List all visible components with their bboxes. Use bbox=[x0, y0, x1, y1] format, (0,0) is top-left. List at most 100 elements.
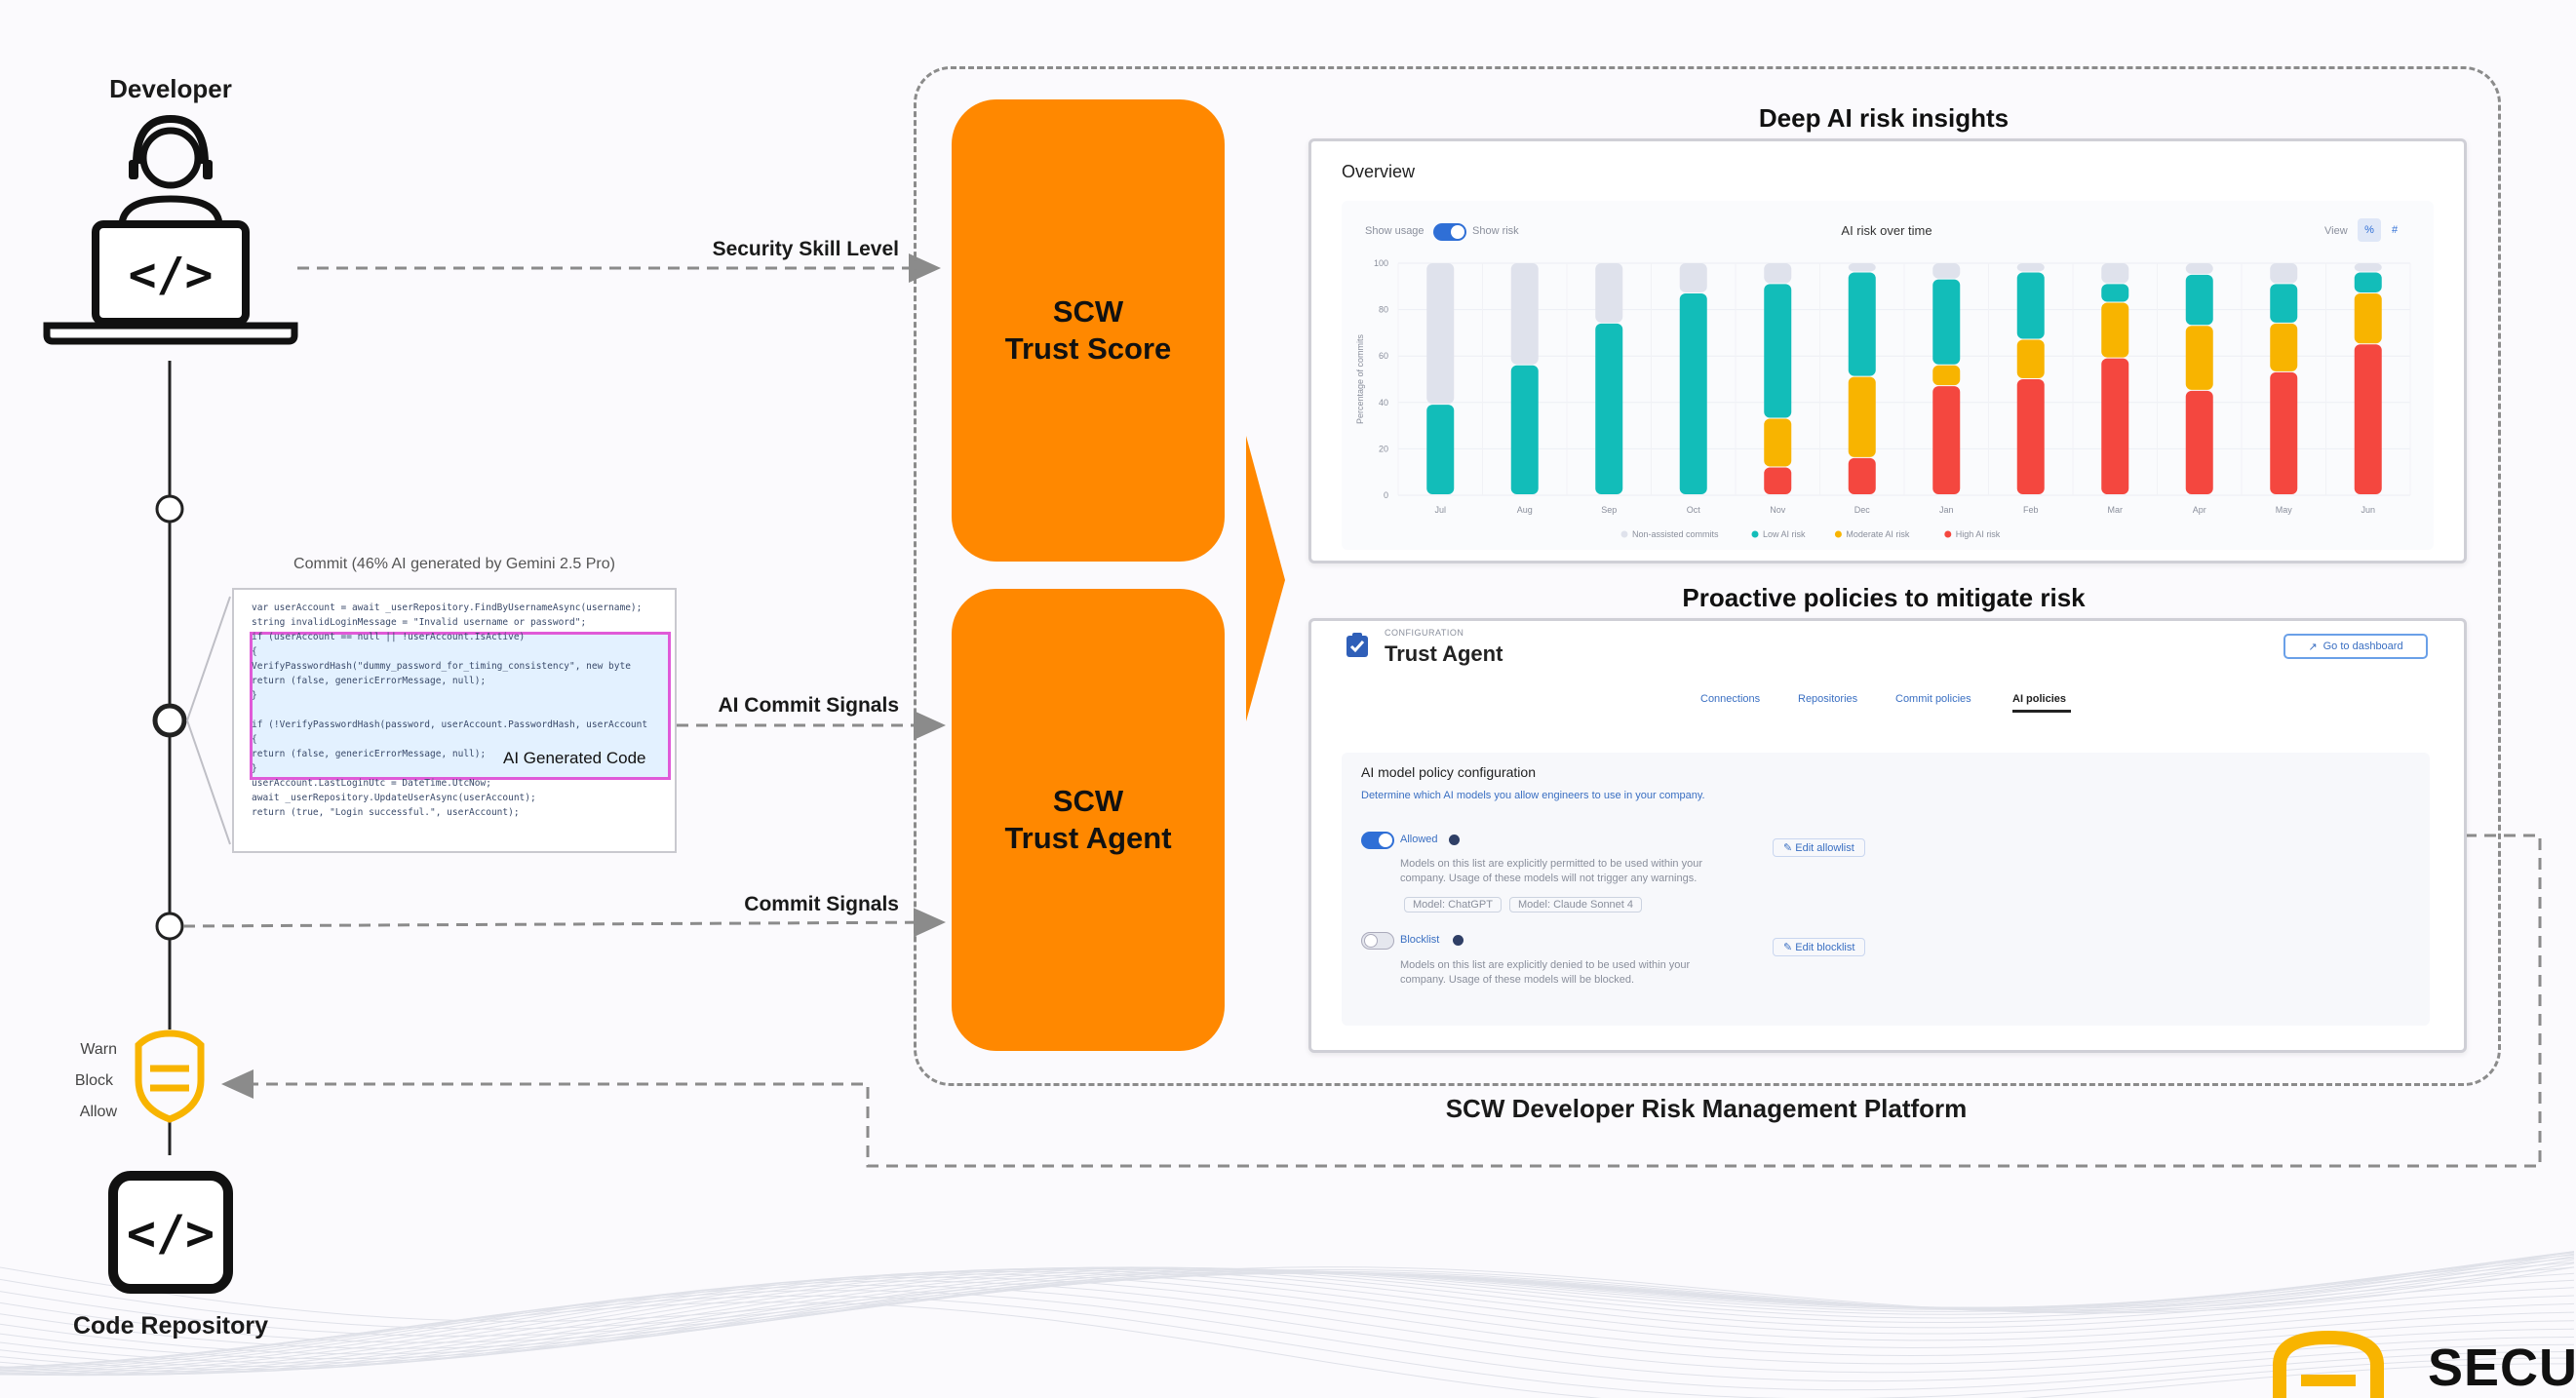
commit-callout-wedge bbox=[185, 596, 231, 845]
x-tick-label: Dec bbox=[1854, 505, 1871, 515]
view-count-button[interactable]: # bbox=[2391, 224, 2399, 236]
bar-segment bbox=[2354, 263, 2382, 272]
bar-segment bbox=[2185, 326, 2213, 390]
allowed-info-icon bbox=[1449, 835, 1460, 845]
wave-line bbox=[0, 1290, 2575, 1391]
allowed-toggle[interactable] bbox=[1361, 832, 1394, 849]
allowed-desc-2: company. Usage of these models will not … bbox=[1400, 873, 1698, 884]
show-risk-label: Show risk bbox=[1472, 225, 1519, 237]
code-repository-icon: </> bbox=[108, 1171, 233, 1294]
x-tick-label: Aug bbox=[1517, 505, 1533, 515]
x-tick-label: May bbox=[2276, 505, 2293, 515]
wave-line bbox=[0, 1276, 2575, 1371]
show-usage-label: Show usage bbox=[1365, 225, 1425, 237]
legend-swatch bbox=[1834, 530, 1842, 538]
bar-segment bbox=[2016, 339, 2045, 378]
commit-caption: Commit (46% AI generated by Gemini 2.5 P… bbox=[293, 556, 615, 572]
ai-commit-signals-label: AI Commit Signals bbox=[718, 694, 899, 717]
bar-segment bbox=[1426, 405, 1455, 494]
x-tick-label: Oct bbox=[1687, 505, 1701, 515]
edit-allowlist-button[interactable]: ✎ Edit allowlist bbox=[1773, 838, 1865, 857]
code-line: } bbox=[252, 690, 257, 701]
bar-segment bbox=[1848, 272, 1876, 376]
bar-segment bbox=[2101, 263, 2129, 284]
tab-commit-policies[interactable]: Commit policies bbox=[1895, 693, 1971, 705]
commit-signals-label: Commit Signals bbox=[744, 893, 899, 915]
insights-title: Deep AI risk insights bbox=[1758, 103, 2010, 133]
bar-segment bbox=[2185, 263, 2213, 274]
guard-allow-label: Allow bbox=[79, 1104, 117, 1120]
trust-agent-header: Trust Agent bbox=[1385, 641, 1503, 666]
feedback-loop bbox=[221, 834, 2542, 1168]
platform-label: SCW Developer Risk Management Platform bbox=[1445, 1094, 1968, 1123]
bar-segment bbox=[1932, 386, 1961, 494]
allowed-label: Allowed bbox=[1400, 834, 1438, 845]
legend-label: Low AI risk bbox=[1763, 529, 1806, 539]
bar-segment bbox=[1932, 279, 1961, 365]
blocklist-info-icon bbox=[1453, 935, 1464, 946]
code-line: { bbox=[252, 646, 257, 657]
timeline-node-2 bbox=[152, 703, 187, 738]
wave-line bbox=[0, 1266, 2575, 1322]
bar-segment bbox=[2270, 323, 2298, 371]
bar-segment bbox=[1679, 263, 1707, 292]
x-tick-label: Jul bbox=[1434, 505, 1446, 515]
guard-warn-label: Warn bbox=[80, 1041, 117, 1058]
overview-heading: Overview bbox=[1342, 162, 1416, 181]
wave-line bbox=[0, 1280, 2575, 1374]
legend-label: High AI risk bbox=[1956, 529, 2001, 539]
policy-config-desc: Determine which AI models you allow engi… bbox=[1361, 790, 1705, 801]
allowed-model-chatgpt: Model: ChatGPT bbox=[1404, 897, 1502, 913]
timeline-node-3 bbox=[155, 912, 184, 941]
legend-label: Non-assisted commits bbox=[1632, 529, 1719, 539]
external-link-icon: ↗ bbox=[2308, 641, 2318, 653]
x-tick-label: Nov bbox=[1770, 505, 1786, 515]
bar-segment bbox=[2016, 272, 2045, 339]
legend-swatch bbox=[1751, 530, 1759, 538]
y-tick-label: 20 bbox=[1379, 444, 1388, 453]
y-tick-label: 100 bbox=[1374, 258, 1388, 268]
code-line: } bbox=[252, 763, 257, 774]
bar-segment bbox=[2270, 371, 2298, 494]
legend-label: Moderate AI risk bbox=[1846, 529, 1910, 539]
bar-segment bbox=[1764, 418, 1792, 467]
code-line: if (userAccount == null || !userAccount.… bbox=[252, 632, 526, 642]
bar-segment bbox=[1679, 292, 1707, 494]
y-tick-label: 80 bbox=[1379, 305, 1388, 315]
usage-risk-toggle[interactable] bbox=[1433, 223, 1466, 241]
wave-line bbox=[0, 1268, 2575, 1375]
view-percent-button[interactable]: % bbox=[2358, 218, 2381, 242]
bar-segment bbox=[2354, 344, 2382, 494]
bar-segment bbox=[1848, 376, 1876, 457]
bar-segment bbox=[1764, 263, 1792, 284]
flow-chevron bbox=[1246, 436, 1285, 721]
svg-text:</>: </> bbox=[127, 1205, 215, 1262]
bar-segment bbox=[2101, 302, 2129, 358]
bar-segment bbox=[2101, 358, 2129, 494]
go-to-dashboard-button[interactable]: ↗ Go to dashboard bbox=[2283, 634, 2428, 659]
tab-repositories[interactable]: Repositories bbox=[1798, 693, 1858, 705]
svg-text:</>: </> bbox=[129, 248, 214, 302]
blocklist-label: Blocklist bbox=[1400, 934, 1440, 946]
brand-wordmark: SECU bbox=[2428, 1339, 2576, 1397]
code-line: await _userRepository.UpdateUserAsync(us… bbox=[252, 793, 536, 803]
trust-score-line2: Trust Score bbox=[1004, 331, 1172, 366]
bar-segment bbox=[1510, 365, 1539, 494]
bar-segment bbox=[2354, 292, 2382, 344]
blocklist-toggle[interactable] bbox=[1361, 932, 1394, 950]
tab-connections[interactable]: Connections bbox=[1700, 693, 1761, 705]
bar-segment bbox=[2270, 263, 2298, 284]
x-tick-label: Jun bbox=[2361, 505, 2375, 515]
guard-shield-icon bbox=[135, 1029, 205, 1123]
allowed-model-claude: Model: Claude Sonnet 4 bbox=[1509, 897, 1643, 913]
code-line: { bbox=[252, 734, 257, 745]
y-tick-label: 60 bbox=[1379, 351, 1388, 361]
bar-segment bbox=[1932, 365, 1961, 386]
wave-line bbox=[0, 1266, 2575, 1377]
tab-ai-policies[interactable]: AI policies bbox=[2012, 693, 2067, 705]
edit-blocklist-button[interactable]: ✎ Edit blocklist bbox=[1773, 938, 1866, 956]
